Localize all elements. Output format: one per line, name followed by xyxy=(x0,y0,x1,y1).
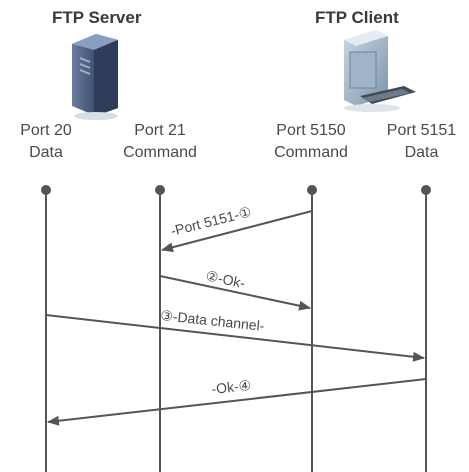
port-label-5151: Port 5151 Data xyxy=(374,120,469,164)
port-label-20: Port 20 Data xyxy=(4,120,88,164)
message-port-5151: -Port 5151-① xyxy=(169,203,253,239)
client-title: FTP Client xyxy=(315,8,399,27)
arrow-ok-2 xyxy=(159,275,311,311)
lifelines xyxy=(41,185,431,472)
server-icon xyxy=(72,34,118,120)
message-ok-4: -Ok-④ xyxy=(211,377,252,397)
arrow-ok-4 xyxy=(47,378,427,426)
port-number: Port 21 xyxy=(134,122,186,139)
lifeline-dot xyxy=(41,185,51,195)
port-type: Command xyxy=(123,144,197,161)
client-computer-icon xyxy=(344,30,416,112)
port-type: Command xyxy=(274,144,348,161)
server-title: FTP Server xyxy=(52,8,142,27)
port-number: Port 5150 xyxy=(276,122,346,139)
message-arrows xyxy=(45,210,427,426)
lifeline-dot xyxy=(155,185,165,195)
arrow-data-channel xyxy=(45,314,425,362)
port-number: Port 5151 xyxy=(386,122,457,139)
port-number: Port 20 xyxy=(20,122,72,139)
lifeline-dot xyxy=(421,185,431,195)
port-label-5150: Port 5150 Command xyxy=(256,120,366,164)
port-label-21: Port 21 Command xyxy=(110,120,210,164)
port-type: Data xyxy=(404,144,439,161)
lifeline-dot xyxy=(307,185,317,195)
port-type: Data xyxy=(29,144,63,161)
arrow-port-5151 xyxy=(161,210,313,253)
